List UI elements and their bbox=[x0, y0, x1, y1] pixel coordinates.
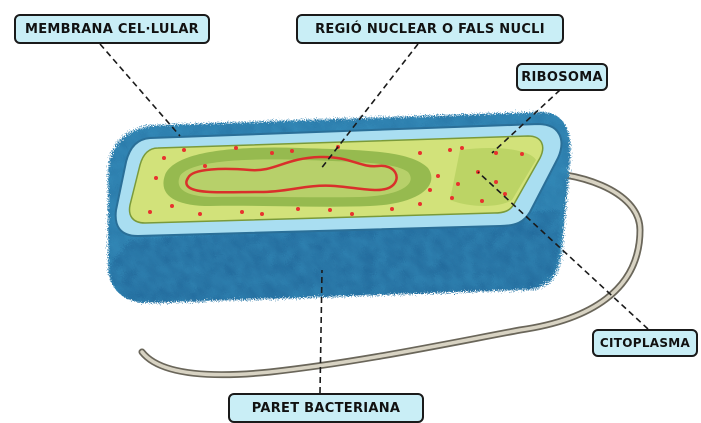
label-paret-bacteriana: PARET BACTERIANA bbox=[228, 393, 424, 423]
leader-membrana bbox=[100, 44, 180, 136]
ribosome bbox=[460, 146, 464, 150]
ribosome bbox=[270, 151, 274, 155]
ribosome bbox=[503, 192, 507, 196]
ribosome bbox=[520, 152, 524, 156]
ribosome bbox=[240, 210, 244, 214]
ribosome bbox=[296, 207, 300, 211]
label-citoplasma: CITOPLASMA bbox=[592, 329, 698, 357]
label-membrana-cellular: MEMBRANA CEL·LULAR bbox=[14, 14, 210, 44]
ribosome bbox=[290, 149, 294, 153]
ribosome bbox=[350, 212, 354, 216]
ribosome bbox=[436, 174, 440, 178]
ribosome bbox=[198, 212, 202, 216]
ribosome bbox=[162, 156, 166, 160]
ribosome bbox=[418, 151, 422, 155]
label-ribosoma: RIBOSOMA bbox=[516, 63, 608, 91]
ribosome bbox=[390, 207, 394, 211]
ribosome bbox=[170, 204, 174, 208]
ribosome bbox=[203, 164, 207, 168]
ribosome bbox=[456, 182, 460, 186]
ribosome bbox=[234, 146, 238, 150]
ribosome bbox=[328, 208, 332, 212]
ribosome bbox=[480, 199, 484, 203]
label-regio-nuclear: REGIÓ NUCLEAR O FALS NUCLI bbox=[296, 14, 564, 44]
ribosome bbox=[154, 176, 158, 180]
ribosome bbox=[182, 148, 186, 152]
ribosome bbox=[428, 188, 432, 192]
ribosome bbox=[260, 212, 264, 216]
ribosome bbox=[494, 151, 498, 155]
ribosome bbox=[448, 148, 452, 152]
ribosome bbox=[494, 180, 498, 184]
ribosome bbox=[148, 210, 152, 214]
ribosome bbox=[450, 196, 454, 200]
ribosome bbox=[418, 202, 422, 206]
